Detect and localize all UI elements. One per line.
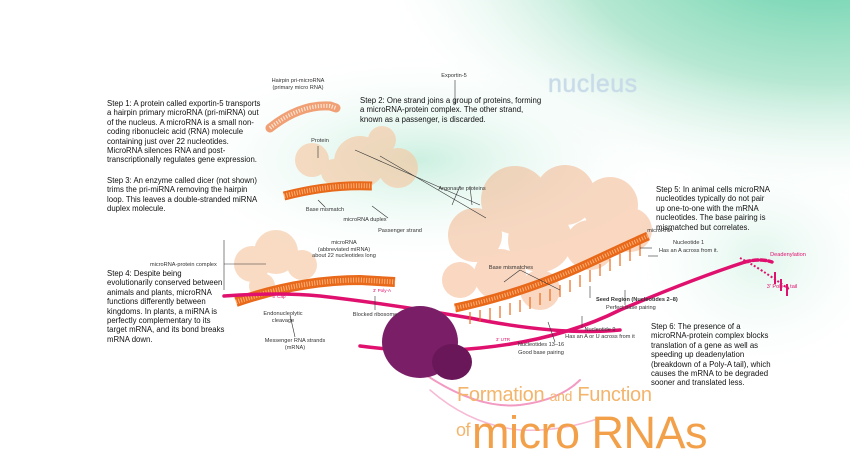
nucleotides-13-16-label: Nucleotides 13–16 [517,342,565,348]
title-main: micro RNAs [472,407,708,458]
five-cap-label: 5' Cap [272,294,286,299]
right-mirna-strand [454,231,650,313]
nucleotide-1-sub-label: Has an A across from it. [659,248,719,254]
microrna-protein-complex-label: microRNA-protein complex [150,262,217,268]
base-mismatches-label: Base mismatches [488,265,534,271]
blocked-ribosome-label: Blocked ribosome [352,312,398,318]
microrna-abbr-label: microRNA (abbreviated miRNA) about 22 nu… [312,240,376,260]
step-2-text: Step 2: One strand joins a group of prot… [360,96,542,124]
blocked-ribosome [382,306,472,380]
title-and: and [549,388,573,404]
nucleus-background [160,0,850,380]
seed-region-label: Seed Region (Nucleotides 2–8) [596,297,678,303]
nucleus-label: nucleus [548,70,638,98]
poly-a-tail-label: 3' Poly-A tail [766,284,798,290]
nucleotide-9-sub-label: Has an A or U across from it [565,334,635,340]
microrna-duplex-label: microRNA duplex [343,217,387,223]
endonucleolytic-label: Endonucleolytic cleavage [263,311,303,324]
mirna-duplex [282,181,373,201]
protein-label: Protein [311,138,329,144]
utr-label: 3' UTR [495,337,511,342]
seed-region-sub-label: Perfect base pairing [606,305,656,311]
poly-a-left-label: 3' Poly-A [372,288,392,293]
microrna-right-label: microRNA [647,228,673,234]
title-of: of [456,420,471,440]
nucleotide-1-label: Nucleotide 1 [673,240,705,246]
step-4-text: Step 4: Despite being evolutionarily con… [107,269,225,344]
base-pair-ticks [469,244,641,324]
poly-a-tail [739,257,791,296]
step-3-text: Step 3: An enzyme called dicer (not show… [107,176,257,214]
argonaute-label: Argonaute proteins [438,186,486,192]
title-formation: Formation [457,384,545,406]
protein-bubbles-top [295,126,418,188]
title-function: Function [577,384,652,406]
title-line-1: Formation and Function [457,384,652,407]
hairpin-label: Hairpin pri-microRNA (primary micro RNA) [271,78,325,91]
messenger-rna-label: Messenger RNA strands (mRNA) [264,338,326,351]
nucleotide-9-label: Nucleotide 9 [584,327,616,333]
step-6-text: Step 6: The presence of a microRNA-prote… [651,322,771,388]
left-mirna-complex [234,274,396,307]
nucleotides-13-16-sub-label: Good base pairing [518,350,564,356]
exportin-label: Exportin-5 [441,73,467,79]
title-line-2: ofmicro RNAs [456,405,708,458]
leader-lines [223,80,658,343]
step-1-text: Step 1: A protein called exportin-5 tran… [107,99,261,165]
passenger-strand-label: Passenger strand [378,228,422,234]
hairpin-pri-mirna [265,101,341,133]
base-mismatch-label: Base mismatch [305,207,345,213]
step-5-text: Step 5: In animal cells microRNA nucleot… [656,185,770,232]
deadenylation-label: Deadenylation [770,252,806,258]
argonaute-complex-bubbles [442,165,652,310]
